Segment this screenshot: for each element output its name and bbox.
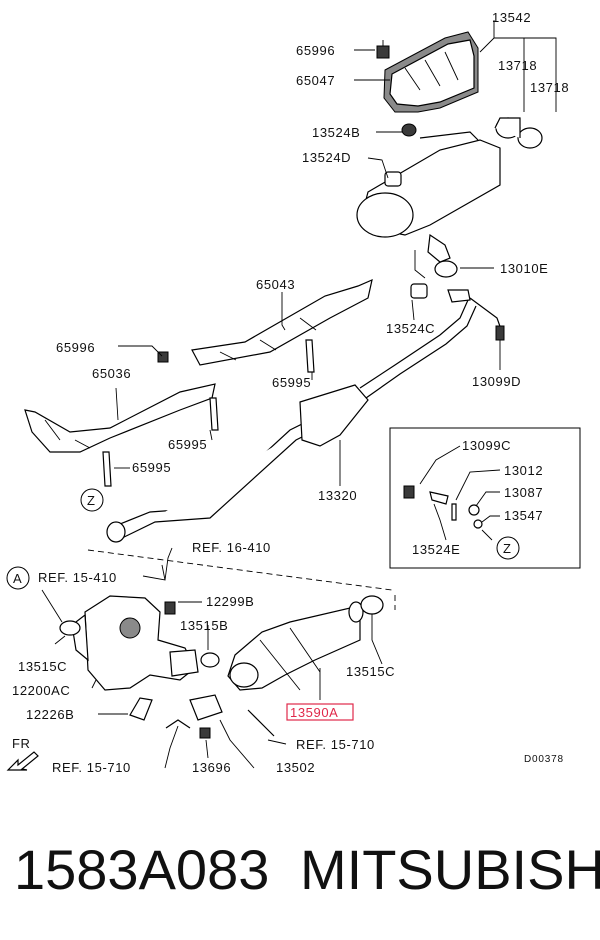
label-13524d: 13524D	[302, 150, 351, 165]
label-13502: 13502	[276, 760, 315, 775]
label-65043: 65043	[256, 277, 295, 292]
callout-a: A	[6, 566, 30, 590]
bolts-65995	[102, 339, 315, 487]
section-divider-line	[87, 549, 393, 591]
label-12226b: 12226B	[26, 707, 74, 722]
part-number: 1583A083	[14, 838, 270, 901]
label-13542: 13542	[492, 10, 531, 25]
exhaust-system-diagram: A Z Z FR 13542 65996 13718 13718 65047 1…	[6, 10, 581, 775]
label-13515c-left: 13515C	[18, 659, 67, 674]
label-13547: 13547	[504, 508, 543, 523]
label-13087: 13087	[504, 485, 543, 500]
brand-name: MITSUBISHI	[300, 838, 600, 901]
label-13515c-right: 13515C	[346, 664, 395, 679]
label-65036: 65036	[92, 366, 131, 381]
label-65995-c: 65995	[132, 460, 171, 475]
label-65047: 65047	[296, 73, 335, 88]
label-13320: 13320	[318, 488, 357, 503]
label-65995-a: 65995	[272, 375, 311, 390]
label-13696: 13696	[192, 760, 231, 775]
highlight-box-13590a	[286, 703, 354, 721]
ref-15-710-left: REF. 15-710	[52, 760, 131, 775]
label-12200ac: 12200AC	[12, 683, 70, 698]
label-13012: 13012	[504, 463, 543, 478]
brackets-and-bolts	[129, 601, 275, 739]
callout-z-letter: Z	[503, 541, 512, 556]
diagram-code: D00378	[524, 754, 564, 765]
label-65996-top: 65996	[296, 43, 335, 58]
exhaust-manifold	[71, 595, 199, 691]
ref-15-410: REF. 15-410	[38, 570, 117, 585]
callout-a-letter: A	[13, 571, 22, 586]
label-65996-mid: 65996	[56, 340, 95, 355]
label-13010e: 13010E	[500, 261, 548, 276]
label-13524b: 13524B	[312, 125, 360, 140]
label-13099c: 13099C	[462, 438, 511, 453]
callout-z-letter: Z	[87, 493, 96, 508]
callout-z-inset: Z	[496, 536, 520, 560]
label-13524e: 13524E	[412, 542, 460, 557]
label-13718-b: 13718	[530, 80, 569, 95]
front-label: FR	[12, 736, 31, 751]
leader-lines	[41, 20, 557, 769]
clamp-rings	[59, 595, 384, 668]
detail-inset-box	[389, 427, 581, 569]
label-13099d: 13099D	[472, 374, 521, 389]
ref-15-710-right: REF. 15-710	[296, 737, 375, 752]
ref-16-410: REF. 16-410	[192, 540, 271, 555]
hanger-rubbers	[384, 123, 505, 341]
front-catalytic-converter	[227, 601, 364, 691]
callout-z-main: Z	[80, 488, 104, 512]
label-12299b: 12299B	[206, 594, 254, 609]
label-65995-b: 65995	[168, 437, 207, 452]
label-13515b: 13515B	[180, 618, 228, 633]
nut-65996-top	[376, 40, 390, 59]
footer: 1583A083 MITSUBISHI	[0, 830, 600, 940]
label-13718-a: 13718	[498, 58, 537, 73]
tail-pipe-rings	[494, 117, 543, 149]
rear-heat-shield	[383, 31, 479, 113]
front-arrow-icon: FR	[6, 736, 39, 771]
label-13524c: 13524C	[386, 321, 435, 336]
rear-muffler	[356, 131, 501, 263]
center-pipe-13320	[106, 299, 477, 543]
label-13590a: 13590A	[290, 705, 338, 720]
